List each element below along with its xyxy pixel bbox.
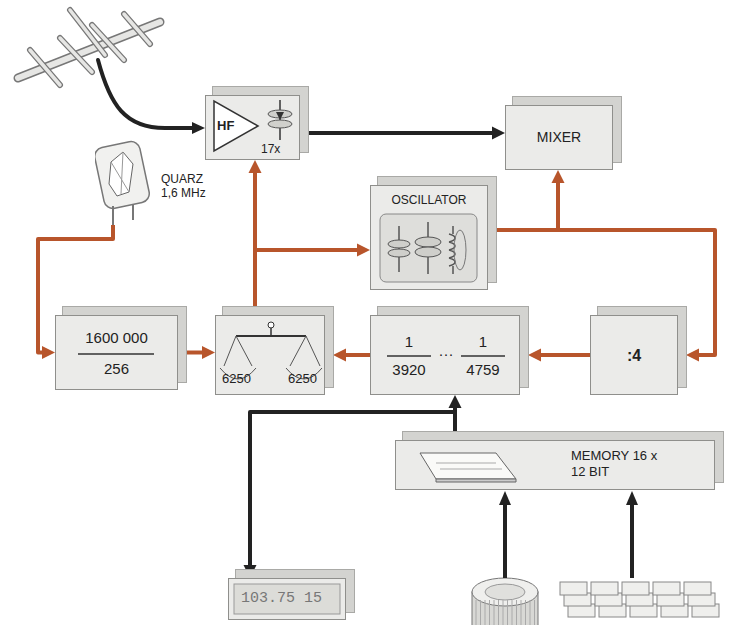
box-label: 6250: [288, 371, 317, 387]
box-label: ···: [431, 345, 461, 363]
box-label: 256: [56, 360, 177, 378]
programmable-divider-box: 1 3920···1 4759: [370, 315, 520, 395]
box-label: 1: [389, 333, 429, 351]
box-label: 17x: [261, 142, 280, 156]
oscillator-box: OSCILLATOR: [370, 185, 488, 290]
signal-connector: [186, 346, 215, 359]
phase-comparator-box: 6250 6250: [215, 315, 325, 395]
reference-divider-box: 1600 000 256: [55, 315, 178, 390]
prescaler-box: :4: [590, 315, 678, 395]
signal-connector: [333, 349, 370, 362]
box-label: OSCILLATOR: [371, 193, 487, 207]
tuning-knob: [472, 491, 538, 625]
quartz-crystal: QUARZ 1,6 MHz: [95, 140, 219, 225]
signal-connector: [528, 349, 590, 362]
frequency-display: 103.75 15: [228, 578, 346, 620]
box-label: QUARZ 1,6 MHz: [161, 172, 215, 201]
box-label: MEMORY 16 x 12 BIT: [571, 448, 663, 479]
memory-box: MEMORY 16 x 12 BIT: [395, 440, 715, 490]
signal-connector: [244, 412, 456, 578]
box-label: 1600 000: [56, 329, 177, 347]
box-label: 103.75 15: [241, 590, 322, 608]
box-label: HF: [217, 118, 234, 134]
signal-connector: [496, 170, 565, 230]
hf-amplifier-box: HF 17x: [205, 95, 300, 160]
mixer-box: MIXER: [505, 105, 613, 170]
box-label: :4: [591, 346, 677, 365]
box-label: 3920: [387, 361, 431, 379]
signal-connector: [255, 244, 370, 308]
symbol: [56, 316, 177, 389]
keypad: [560, 491, 719, 617]
box-label: 1: [463, 333, 503, 351]
symbol: [396, 441, 714, 489]
signal-connector: [308, 127, 505, 140]
box-label: 4759: [461, 361, 505, 379]
box-label: 6250: [222, 371, 251, 387]
box-label: MIXER: [506, 129, 612, 146]
antenna: [18, 10, 205, 134]
